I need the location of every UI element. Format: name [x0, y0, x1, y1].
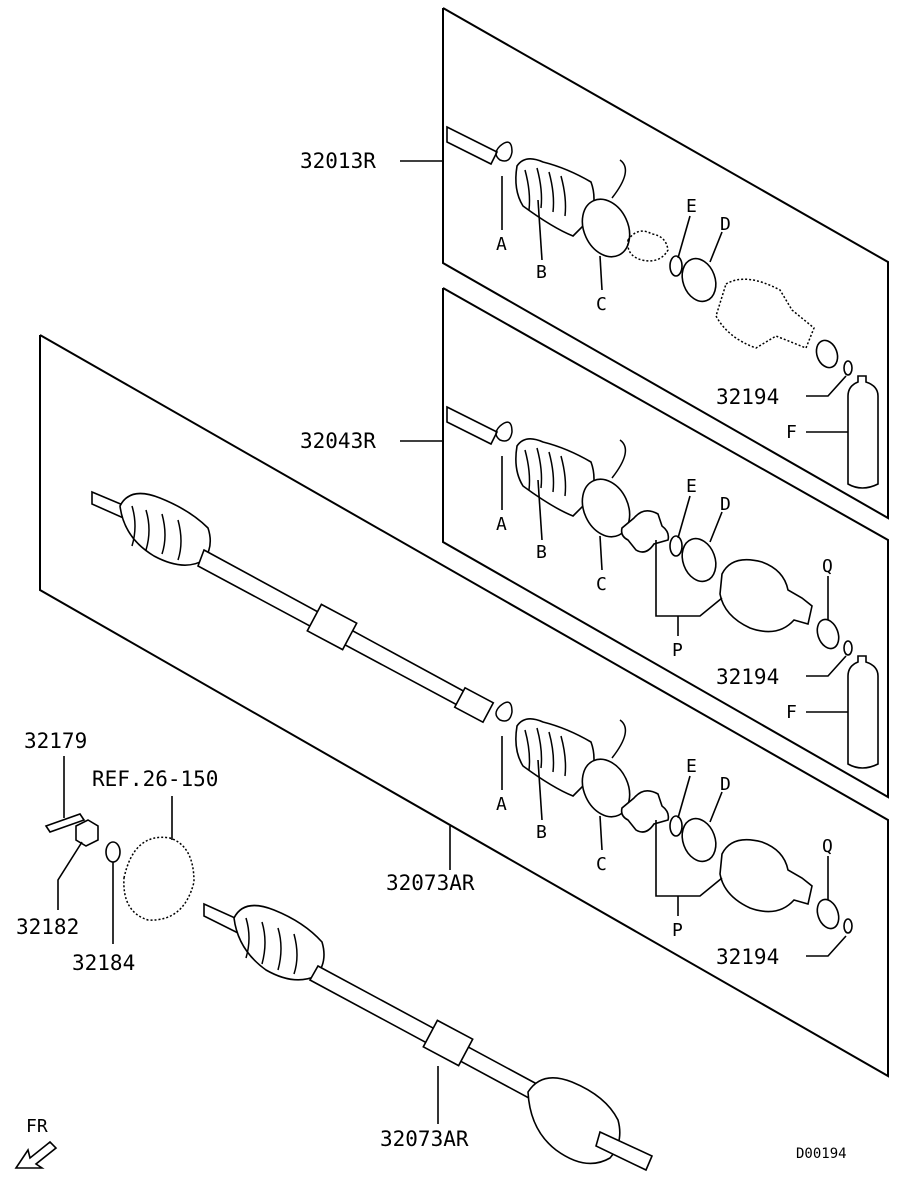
damper-loose — [422, 1019, 474, 1067]
label-circlip-middle: 32194 — [716, 665, 779, 689]
label-washer: 32184 — [72, 951, 135, 975]
ring-q-middle — [816, 618, 840, 650]
band-clamp-a-top — [495, 141, 513, 162]
panel-lower-assembly — [39, 334, 889, 1078]
inner-spline-loose — [595, 1130, 654, 1172]
snap-ring-e-lower — [669, 815, 683, 837]
lower-panel-parts — [91, 490, 853, 934]
spider-ghost-top — [627, 230, 669, 262]
circlip-d-top — [681, 257, 717, 303]
label-circlip-top: 32194 — [716, 385, 779, 409]
hub-reference-ghost — [123, 836, 195, 921]
letter-d-top: D — [720, 214, 731, 235]
loose-drive-shaft — [203, 902, 654, 1172]
label-split-pin: 32179 — [24, 729, 87, 753]
letter-a-middle: A — [496, 514, 507, 535]
panel-middle-kit — [442, 287, 889, 799]
panel-top-kit — [442, 7, 889, 520]
label-reference: REF.26-150 — [92, 767, 218, 791]
labels: 32013R 32043R 32073AR 32073AR A B C E D … — [16, 149, 847, 1162]
hub-side-parts — [44, 813, 195, 921]
letter-q-lower: Q — [822, 836, 833, 857]
letter-p-lower: P — [672, 920, 683, 941]
letter-f-top: F — [786, 422, 797, 443]
label-circlip-lower: 32194 — [716, 945, 779, 969]
circlip-32194-top — [843, 360, 853, 376]
label-assembly-top: 32013R — [300, 149, 376, 173]
snap-ring-e-top — [669, 255, 683, 277]
circlip-32194-lower — [843, 918, 853, 934]
circlip-32194-middle — [843, 640, 853, 656]
shaft-stub-top — [446, 125, 499, 166]
letter-b-top: B — [536, 262, 547, 283]
band-clamp-a-middle — [495, 421, 513, 442]
damper-lower — [306, 603, 358, 651]
top-panel-parts — [446, 125, 879, 489]
direction-marker-label: FR — [26, 1116, 48, 1137]
letter-q-middle: Q — [822, 556, 833, 577]
castle-nut — [75, 819, 99, 847]
spline-end-lower — [453, 686, 495, 724]
ring-q-lower — [816, 898, 840, 930]
circlip-d-middle — [681, 537, 717, 583]
housing-middle — [719, 558, 813, 633]
split-pin — [44, 813, 86, 833]
band-c-top — [581, 198, 631, 258]
label-nut: 32182 — [16, 915, 79, 939]
letter-b-lower: B — [536, 822, 547, 843]
middle-panel-parts — [446, 405, 879, 769]
letter-c-middle: C — [596, 574, 607, 595]
letter-f-middle: F — [786, 702, 797, 723]
label-assembly-lower-panel: 32073AR — [386, 871, 475, 895]
shaft-stub-middle — [446, 405, 499, 446]
letter-b-middle: B — [536, 542, 547, 563]
leader-lines — [57, 160, 848, 1124]
letter-e-top: E — [686, 196, 697, 217]
letter-c-top: C — [596, 294, 607, 315]
grease-tube-f-middle — [847, 655, 879, 769]
letter-e-middle: E — [686, 476, 697, 497]
circlip-d-lower — [681, 817, 717, 863]
drawing-code: D00194 — [796, 1146, 847, 1162]
band-c-lower — [581, 758, 631, 818]
letter-e-lower: E — [686, 756, 697, 777]
seal-ring-top — [815, 339, 839, 369]
letter-a-top: A — [496, 234, 507, 255]
band-c-middle — [581, 478, 631, 538]
label-assembly-loose-shaft: 32073AR — [380, 1127, 469, 1151]
band-clamp-a-lower — [495, 701, 513, 722]
housing-lower — [719, 838, 813, 913]
letter-a-lower: A — [496, 794, 507, 815]
letter-p-middle: P — [672, 640, 683, 661]
grease-tube-f-top — [847, 375, 879, 489]
washer — [105, 841, 121, 863]
letter-d-lower: D — [720, 774, 731, 795]
direction-arrow-icon — [14, 1140, 58, 1169]
letter-c-lower: C — [596, 854, 607, 875]
outer-boot-loose — [233, 904, 325, 981]
snap-ring-e-middle — [669, 535, 683, 557]
housing-ghost-top — [715, 278, 815, 349]
label-assembly-middle: 32043R — [300, 429, 376, 453]
letter-d-middle: D — [720, 494, 731, 515]
